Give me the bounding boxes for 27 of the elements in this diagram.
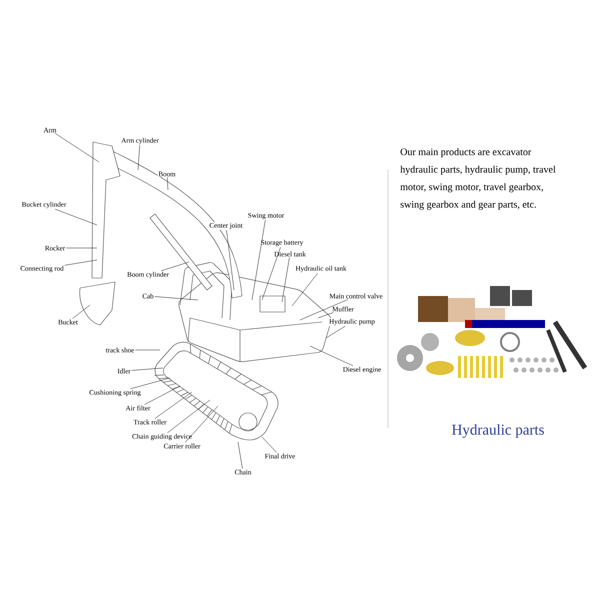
leader-line: [54, 133, 100, 162]
leader-line: [130, 378, 170, 390]
leader-line: [138, 144, 140, 170]
leader-line: [238, 442, 243, 469]
leader-line: [252, 220, 266, 300]
leader-line: [226, 230, 234, 290]
leader-line: [262, 247, 281, 300]
leader-line: [167, 400, 210, 434]
leader-line: [131, 368, 164, 371]
leader-line: [167, 177, 168, 190]
leader-line: [72, 304, 90, 319]
leader-line: [154, 296, 198, 300]
leader-line: [184, 406, 218, 443]
leader-line: [154, 392, 192, 419]
leader-line: [310, 346, 354, 366]
leader-line: [282, 257, 290, 302]
photo-caption: Hydraulic parts: [452, 424, 544, 438]
leader-line: [54, 208, 98, 226]
leader-line: [300, 299, 348, 320]
leader-line: [318, 312, 334, 318]
leader-line: [262, 436, 277, 453]
leader-line: [292, 273, 318, 306]
leader-line: [144, 386, 180, 405]
leader-line: [161, 262, 190, 272]
leader-line: [64, 260, 98, 266]
description-paragraph: Our main products are excavator hydraulic parts, hydraulic pump, travel motor, swing motor, travel gearbox, swing gearbox and gear parts, etc.: [400, 148, 556, 210]
leader-line: [326, 326, 346, 338]
